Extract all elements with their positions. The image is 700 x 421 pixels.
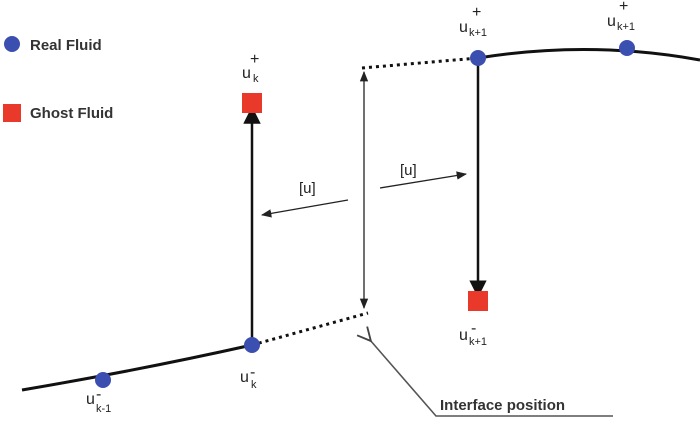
left-solution-curve <box>21 343 253 392</box>
interface-pointer-line <box>370 340 613 417</box>
label-u-kp1-plus-right: u + k+1 <box>607 0 635 33</box>
ghost-fluid-legend-label: Ghost Fluid <box>30 105 113 122</box>
left-dotted-extension <box>251 311 369 347</box>
svg-text:k+1: k+1 <box>469 336 487 348</box>
label-u-kp1-plus-left: u + k+1 <box>459 4 487 39</box>
jump-arrow-left <box>260 199 349 218</box>
label-u-km1-minus: u - k-1 <box>86 386 111 415</box>
svg-text:+: + <box>619 0 628 15</box>
real-fluid-node-k <box>244 337 260 353</box>
real-fluid-node-km1 <box>95 372 111 388</box>
svg-text:-: - <box>250 364 255 381</box>
svg-text:u: u <box>459 327 468 344</box>
label-u-k-plus: u + k <box>242 51 259 85</box>
svg-text:+: + <box>250 51 259 68</box>
svg-text:u: u <box>607 13 616 30</box>
ghost-fluid-node-k <box>242 93 262 113</box>
real-fluid-node-kp1 <box>470 50 486 66</box>
svg-text:u: u <box>86 391 95 408</box>
svg-text:k+1: k+1 <box>469 27 487 39</box>
right-dotted-extension <box>361 56 479 70</box>
real-fluid-node-kp2 <box>619 40 635 56</box>
real-fluid-legend-label: Real Fluid <box>30 37 102 54</box>
right-solution-curve <box>477 47 700 62</box>
svg-text:+: + <box>472 4 481 21</box>
label-u-kp1-minus: u - k+1 <box>459 320 487 348</box>
real-fluid-legend-marker <box>4 36 20 52</box>
svg-text:k: k <box>253 73 259 85</box>
svg-text:u: u <box>242 65 251 82</box>
jump-label-right: [u] <box>400 162 417 179</box>
svg-text:k: k <box>251 379 257 391</box>
interface-position-label: Interface position <box>440 397 565 414</box>
label-u-k-minus: u - k <box>240 364 257 391</box>
svg-text:k+1: k+1 <box>617 21 635 33</box>
svg-text:-: - <box>96 386 101 403</box>
ghost-fluid-legend-marker <box>3 104 21 122</box>
svg-text:u: u <box>459 19 468 36</box>
svg-text:u: u <box>240 369 249 386</box>
svg-text:-: - <box>471 320 476 337</box>
jump-label-left: [u] <box>299 180 316 197</box>
jump-arrow-right <box>379 171 468 189</box>
svg-text:k-1: k-1 <box>96 403 111 415</box>
ghost-fluid-node-kp1 <box>468 291 488 311</box>
legend: Real Fluid Ghost Fluid <box>3 36 113 122</box>
